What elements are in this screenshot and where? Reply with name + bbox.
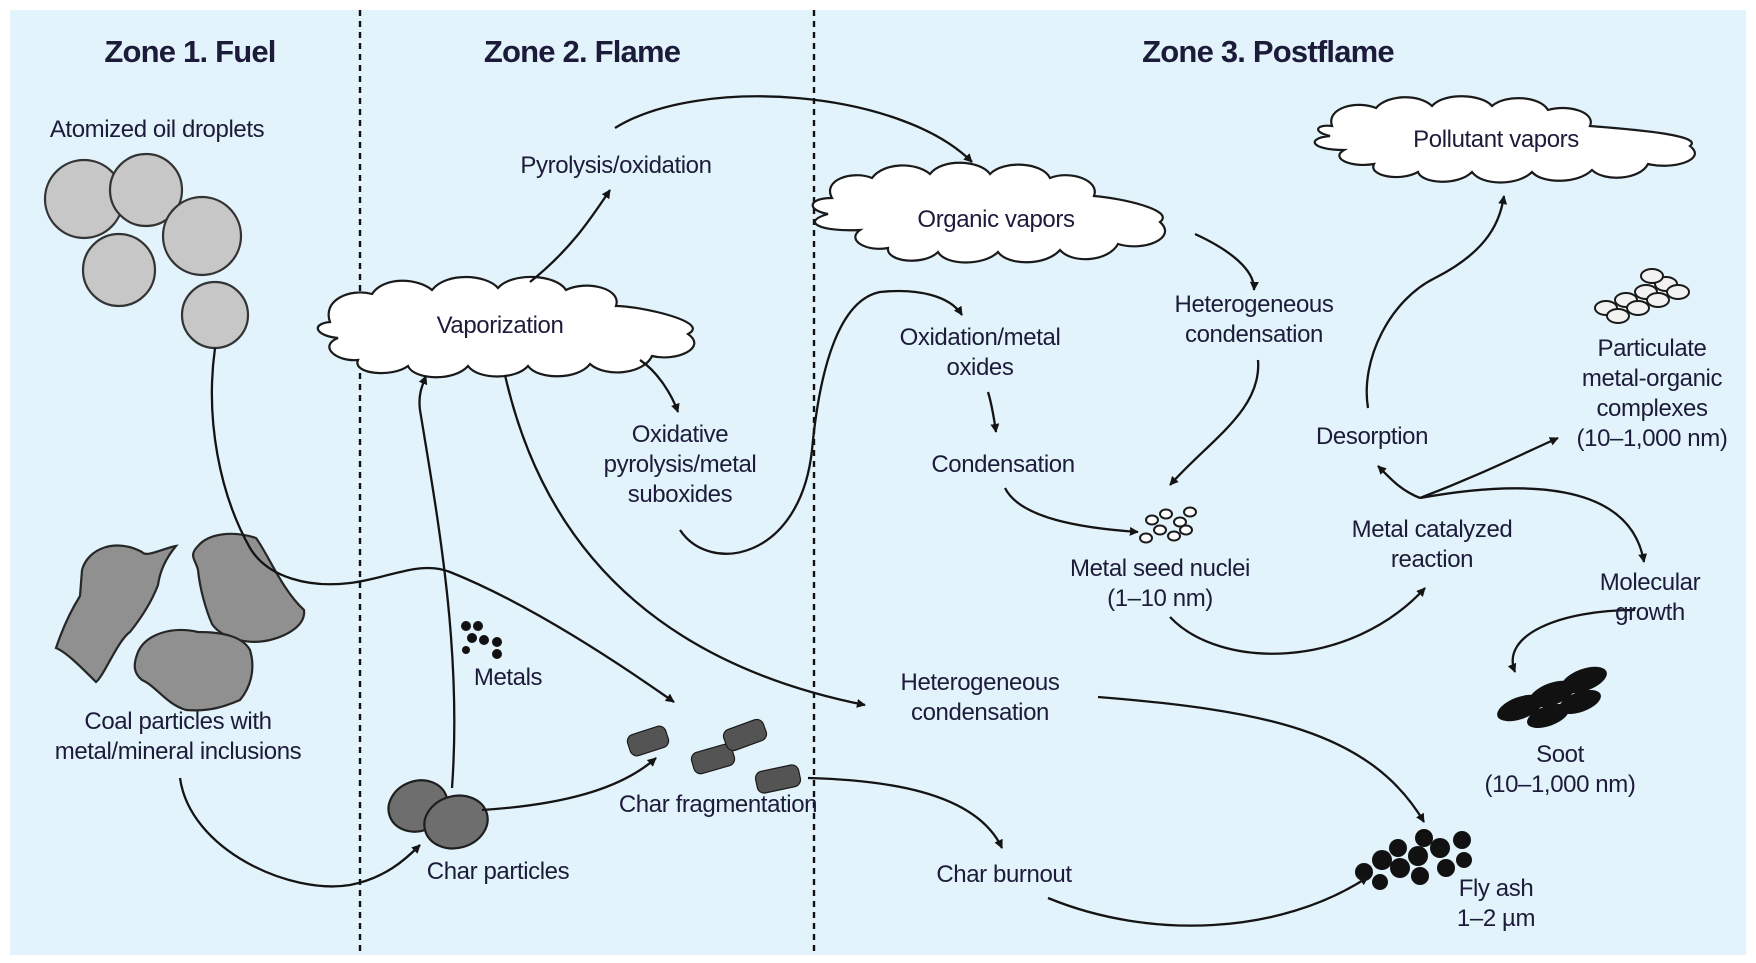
metal-seed-nuclei-label: Metal seed nuclei (1–10 nm) bbox=[1070, 555, 1250, 612]
oil-droplet bbox=[161, 195, 243, 277]
process-arrows bbox=[178, 95, 1648, 927]
particulate-complex-icon bbox=[1594, 268, 1690, 324]
oxidation-metal-oxides-label: Oxidation/metal oxides bbox=[899, 324, 1061, 381]
arrow-organic-vapors-to-heterogeneous-condensation bbox=[1194, 232, 1259, 291]
pollutant-vapors-cloud bbox=[1313, 95, 1696, 184]
coal-particle bbox=[133, 628, 254, 712]
vaporization-cloud bbox=[316, 275, 696, 379]
arrow-to-oxidation-metal-oxides bbox=[679, 289, 963, 555]
arrow-char-to-vaporization bbox=[418, 375, 456, 789]
soot-icon bbox=[1497, 666, 1607, 729]
char-fragmentation-label: Char fragmentation bbox=[618, 791, 818, 818]
fly-ash-label: Fly ash 1–2 µm bbox=[1456, 875, 1536, 932]
arrow-growth-to-soot bbox=[1507, 608, 1636, 673]
arrow-to-oxidative-pyrolysis bbox=[639, 359, 680, 413]
oil-droplet bbox=[108, 152, 184, 228]
zone-2-header: Zone 2. Flame bbox=[483, 34, 681, 69]
coal-particle bbox=[54, 544, 179, 684]
arrow-pyrolysis-to-organic-vapors bbox=[614, 95, 973, 163]
zone-1-header: Zone 1. Fuel bbox=[104, 34, 276, 69]
arrow-char-to-fragmentation bbox=[481, 757, 657, 812]
arrow-to-pyrolysis bbox=[529, 189, 611, 283]
arrow-heterogeneous-condensation-to-seed bbox=[1169, 359, 1260, 486]
oxidative-pyrolysis-label: Oxidative pyrolysis/metal suboxides bbox=[603, 421, 757, 508]
coal-particles-label: Coal particles with metal/mineral inclus… bbox=[54, 708, 302, 765]
arrow-oxidation-to-condensation bbox=[986, 391, 1000, 433]
pyrolysis-oxidation-label: Pyrolysis/oxidation bbox=[520, 152, 712, 179]
metal-catalyzed-reaction-label: Metal catalyzed reaction bbox=[1351, 516, 1513, 573]
metal-seed-nuclei-icon bbox=[1139, 506, 1197, 544]
soot-label: Soot (10–1,000 nm) bbox=[1484, 741, 1636, 798]
heterogeneous-condensation-lower-label: Heterogeneous condensation bbox=[900, 669, 1060, 726]
arrow-condensation-to-seed bbox=[1003, 487, 1139, 536]
vaporization-label: Vaporization bbox=[436, 312, 564, 339]
organic-vapors-cloud bbox=[811, 161, 1167, 264]
metals-icon bbox=[461, 621, 502, 659]
fly-ash-icon bbox=[1355, 829, 1472, 890]
metals-label: Metals bbox=[473, 664, 543, 691]
arrow-fragmentation-to-burnout bbox=[807, 776, 1004, 849]
condensation-label: Condensation bbox=[931, 451, 1075, 478]
pollutant-vapors-label: Pollutant vapors bbox=[1413, 126, 1579, 153]
heterogeneous-condensation-upper-label: Heterogeneous condensation bbox=[1174, 291, 1334, 348]
desorption-label: Desorption bbox=[1315, 423, 1429, 450]
organic-vapors-label: Organic vapors bbox=[917, 206, 1075, 233]
arrow-condensation-to-fly-ash bbox=[1097, 695, 1425, 823]
atomized-oil-droplets-label: Atomized oil droplets bbox=[49, 116, 265, 143]
particulate-metal-organic-label: Particulate metal-organic complexes (10–… bbox=[1576, 335, 1728, 452]
arrow-to-desorption bbox=[1377, 465, 1421, 500]
zone-3-header: Zone 3. Postflame bbox=[1142, 34, 1394, 69]
oil-droplet bbox=[180, 280, 250, 350]
arrow-desorption-to-pollutant-vapors bbox=[1365, 195, 1508, 409]
char-fragments bbox=[626, 718, 802, 794]
arrow-coal-to-char bbox=[178, 777, 421, 888]
molecular-growth-label: Molecular growth bbox=[1599, 569, 1701, 626]
coal-particle bbox=[191, 532, 306, 643]
arrow-to-particulate-complexes bbox=[1419, 436, 1559, 500]
arrow-seed-to-catalyzed-reaction bbox=[1169, 587, 1426, 655]
arrow-to-molecular-growth bbox=[1419, 487, 1648, 563]
arrow-vaporization-to-heterogeneous-condensation bbox=[503, 374, 866, 708]
oil-droplet bbox=[81, 232, 157, 308]
char-burnout-label: Char burnout bbox=[936, 861, 1072, 888]
arrow-droplets-to-fragments bbox=[210, 347, 675, 703]
char-particle bbox=[423, 794, 489, 850]
arrow-burnout-to-fly-ash bbox=[1047, 876, 1369, 927]
char-particles-label: Char particles bbox=[426, 858, 570, 885]
